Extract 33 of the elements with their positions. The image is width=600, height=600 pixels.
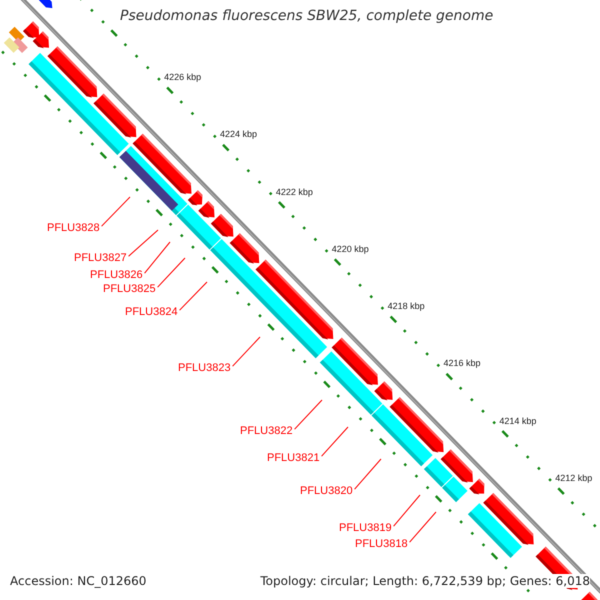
scale-label: 4218 kbp: [388, 301, 425, 312]
gene-label: PFLU3818: [355, 538, 408, 550]
gene-label: PFLU3828: [47, 222, 100, 234]
leader-line: [179, 282, 208, 311]
scale-label: 4216 kbp: [443, 358, 481, 368]
gene-label: PFLU3822: [240, 425, 293, 437]
scale-label: 4220 kbp: [332, 244, 369, 254]
gene-label: PFLU3827: [74, 252, 127, 264]
gene-label: PFLU3823: [178, 362, 231, 374]
leader-line: [294, 400, 322, 430]
scale-label: 4222 kbp: [276, 186, 313, 197]
leader-line: [101, 196, 130, 227]
leader-line: [393, 494, 420, 527]
map-title: Pseudomonas fluorescens SBW25, complete genome: [120, 8, 494, 24]
gene-label: PFLU3820: [300, 485, 353, 497]
gene-label: PFLU3821: [267, 452, 320, 464]
leader-line: [128, 230, 158, 257]
leader-line: [232, 336, 260, 367]
scale-label: 4224 kbp: [220, 129, 258, 140]
leader-line: [354, 458, 382, 490]
scale-label: 4214 kbp: [499, 416, 536, 426]
accession-text: Accession: NC_012660: [10, 574, 146, 588]
genome-info-text: Topology: circular; Length: 6,722,539 bp; Genes: 6,018: [260, 574, 590, 588]
leader-line: [321, 426, 348, 457]
leader-line: [144, 242, 170, 274]
gene-label: PFLU3825: [103, 283, 156, 295]
scale-label: 4212 kbp: [555, 472, 592, 483]
gene-label: PFLU3824: [125, 306, 178, 318]
scale-label: 4226 kbp: [164, 72, 202, 82]
gene-label: PFLU3819: [339, 522, 392, 534]
leader-line: [157, 258, 186, 288]
gene-label: PFLU3826: [90, 269, 143, 281]
leader-line: [409, 512, 436, 543]
